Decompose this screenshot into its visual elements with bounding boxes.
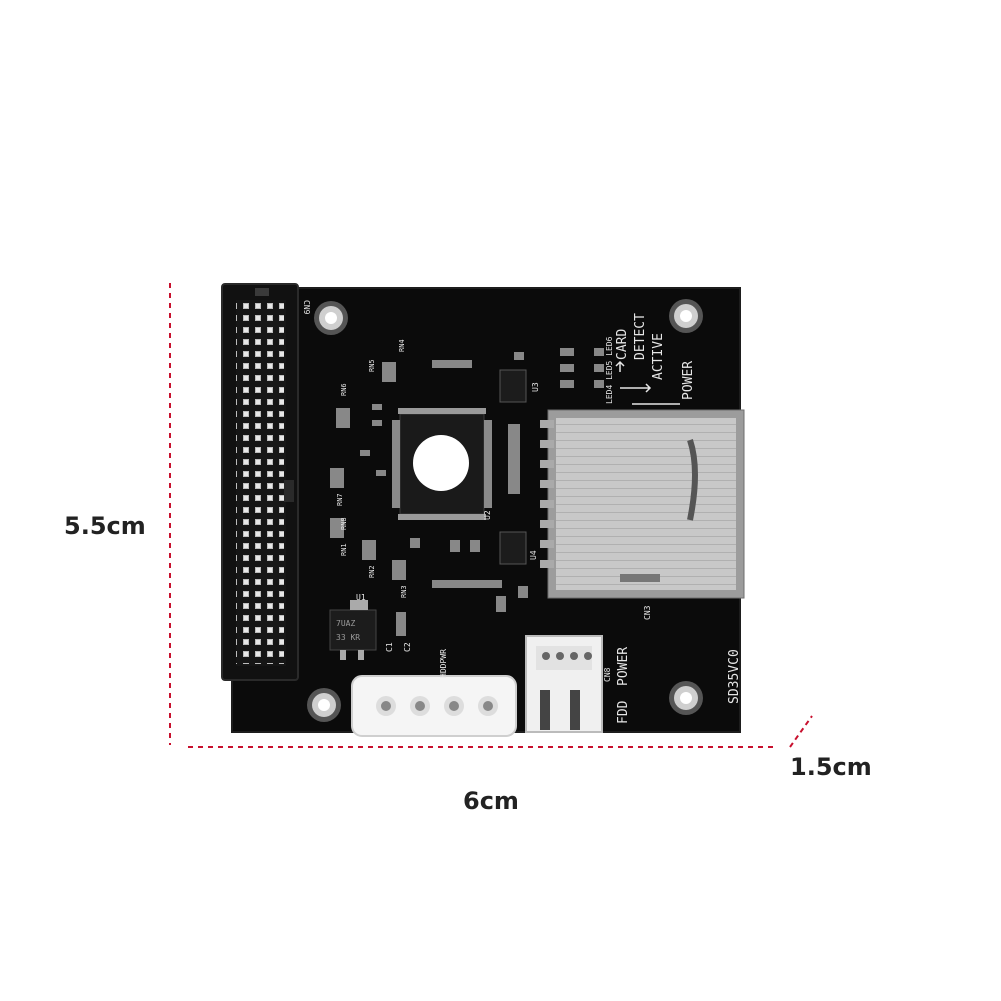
voltage-regulator [329, 600, 377, 660]
silk-u4: U4 [529, 550, 538, 560]
silk-detect: DETECT [633, 313, 648, 360]
silk-c2: C2 [403, 642, 412, 652]
mounting-hole-top-right [669, 299, 703, 333]
silk-chip-top: 7UAZ [336, 619, 355, 628]
silk-power: POWER [681, 361, 696, 400]
mounting-hole-bottom-left [307, 688, 341, 722]
molex-power-connector [351, 675, 517, 737]
silk-leds: LED4 LED5 LED6 [605, 336, 614, 404]
silk-fdd-power: POWER [616, 647, 631, 686]
silk-cn8: CN8 [603, 667, 612, 682]
chip-u4 [499, 531, 527, 565]
smd-components [330, 348, 604, 636]
silk-u2: U2 [483, 510, 492, 520]
silk-card: CARD [615, 329, 630, 360]
silk-c1: C1 [385, 642, 394, 652]
silk-rn8: RN8 [340, 517, 348, 530]
sd-card-slot [540, 409, 745, 599]
silk-model: SD35VC0 [727, 649, 742, 704]
silk-hddpwr: HDDPWR [439, 649, 448, 678]
silk-rn6: RN6 [340, 383, 348, 396]
silk-u1: U1 [356, 593, 366, 602]
led-indicator-arrows [615, 360, 680, 405]
chip-u3 [499, 369, 527, 403]
silk-rn3: RN3 [400, 585, 408, 598]
silk-rn7: RN7 [336, 493, 344, 506]
height-label: 5.5cm [64, 512, 146, 540]
mounting-hole-bottom-right [669, 681, 703, 715]
ide-header-connector [221, 283, 299, 681]
controller-chip [392, 408, 492, 520]
silk-fdd: FDD [616, 700, 631, 724]
silk-u3: U3 [531, 382, 540, 392]
silk-active: ACTIVE [651, 333, 666, 380]
silk-cn9: CN9 [302, 300, 311, 315]
silk-chip-bottom: 33 KR [336, 633, 360, 642]
silk-rn4: RN4 [398, 339, 406, 352]
depth-dimension-line [789, 715, 813, 748]
depth-label: 1.5cm [790, 753, 872, 781]
mounting-hole-top-left [314, 301, 348, 335]
fdd-power-connector [525, 635, 603, 733]
width-label: 6cm [463, 787, 519, 815]
silk-cn3: CN3 [643, 605, 652, 620]
silk-rn5: RN5 [368, 359, 376, 372]
silk-rn2: RN2 [368, 565, 376, 578]
silk-rn1: RN1 [340, 543, 348, 556]
